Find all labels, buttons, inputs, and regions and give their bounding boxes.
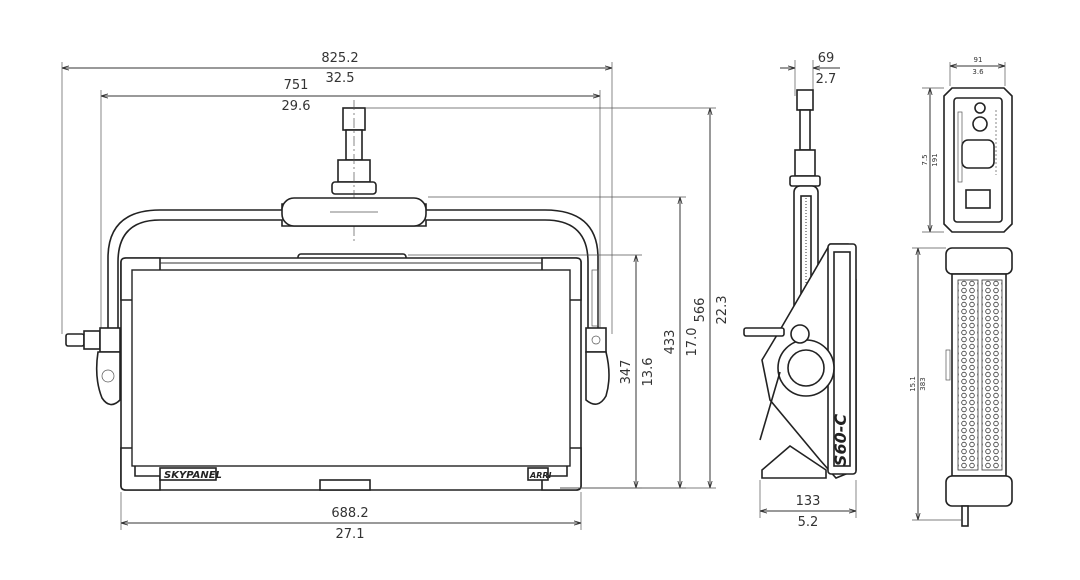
dim-side-top-in: 2.7 xyxy=(816,72,837,87)
brand-right-label: ARRI xyxy=(529,471,552,480)
dim-bottom-length-mm: 383 xyxy=(919,377,927,390)
dim-total-width: 825.2 32.5 xyxy=(61,51,613,334)
dim-side-top: 69 2.7 xyxy=(780,51,840,96)
front-view: 825.2 32.5 751 29.6 xyxy=(61,51,730,542)
dim-side-depth-mm: 133 xyxy=(796,494,821,509)
dim-side-depth: 133 5.2 xyxy=(759,480,857,530)
dim-rear-width-in: 3.6 xyxy=(972,68,984,76)
dim-rear-height-in: 7.5 xyxy=(921,154,929,165)
left-knob xyxy=(65,327,121,406)
dim-rear-height: 7.5 191 xyxy=(921,87,944,233)
side-view: 69 2.7 S60-C 133 5.2 xyxy=(743,51,857,530)
brand-left-label: SKYPANEL xyxy=(164,470,222,481)
dim-panel-width: 688.2 27.1 xyxy=(120,492,582,542)
dim-rear-width: 91 3.6 xyxy=(949,56,1006,86)
panel-body: SKYPANEL ARRI xyxy=(120,253,582,491)
dim-panel-width-in: 27.1 xyxy=(336,527,365,542)
dim-rear-height-mm: 191 xyxy=(931,153,939,166)
dim-total-height-in: 22.3 xyxy=(715,296,730,325)
dim-bottom-length-in: 15.1 xyxy=(909,376,917,392)
model-label: S60-C xyxy=(831,414,850,466)
dim-yoke-width-in: 29.6 xyxy=(282,99,311,114)
dim-total-width-in: 32.5 xyxy=(326,71,355,86)
dim-yoke-width: 751 29.6 xyxy=(100,78,601,335)
dim-total-width-mm: 825.2 xyxy=(321,51,358,66)
rear-view: 91 3.6 7.5 191 xyxy=(921,56,1013,233)
dim-side-top-mm: 69 xyxy=(818,51,835,66)
dim-panel-height: 347 13.6 xyxy=(408,254,656,489)
dim-yoke-height-mm: 433 xyxy=(663,330,678,355)
dim-side-depth-in: 5.2 xyxy=(798,515,819,530)
dim-yoke-width-mm: 751 xyxy=(284,78,309,93)
spigot xyxy=(331,100,377,244)
dim-bottom-length: 15.1 383 xyxy=(909,247,962,521)
dim-rear-width-mm: 91 xyxy=(974,56,983,64)
dim-yoke-height-in: 17.0 xyxy=(685,328,700,357)
dim-panel-height-in: 13.6 xyxy=(641,358,656,387)
dim-total-height: 566 22.3 xyxy=(366,107,730,489)
right-knob xyxy=(585,269,610,405)
dim-panel-width-mm: 688.2 xyxy=(331,506,368,521)
bottom-view: 15.1 383 xyxy=(909,247,1013,527)
dim-panel-height-mm: 347 xyxy=(619,360,634,385)
dim-total-height-mm: 566 xyxy=(693,298,708,323)
